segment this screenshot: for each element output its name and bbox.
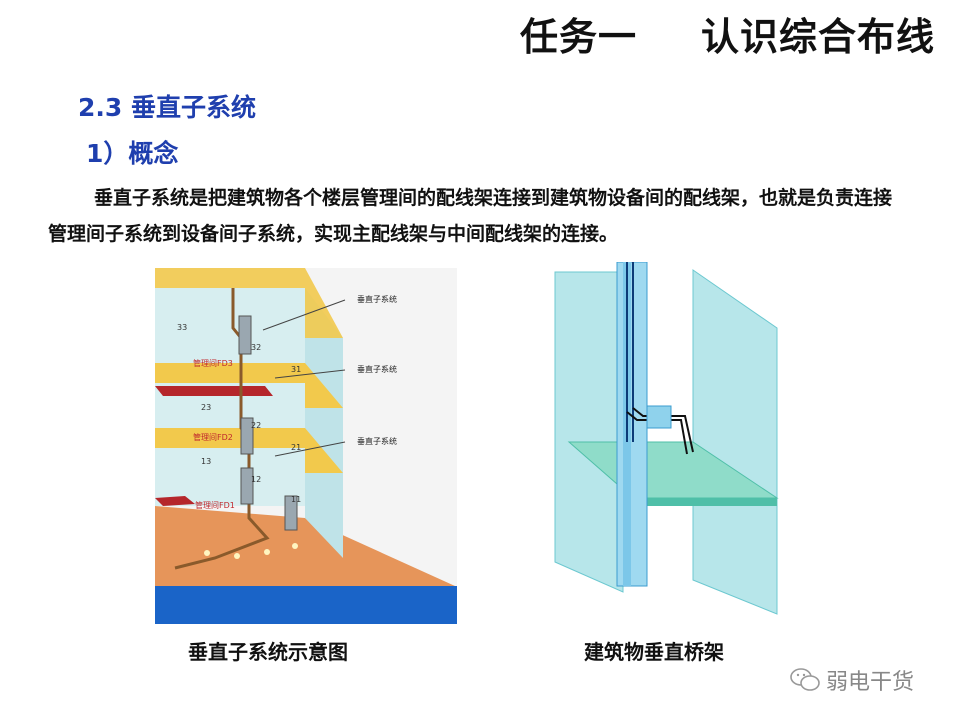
number-31: 31 <box>291 365 301 374</box>
task-label: 任务一 <box>520 15 638 59</box>
concept-paragraph: 垂直子系统是把建筑物各个楼层管理间的配线架连接到建筑物设备间的配线架，也就是负责… <box>48 187 893 245</box>
watermark-text: 弱电干货 <box>826 670 915 695</box>
vertical-subsystem-diagram: 垂直子系统 垂直子系统 垂直子系统 管理间FD3 管理间FD2 管理间FD1 3… <box>155 268 457 624</box>
number-23: 23 <box>201 403 211 412</box>
caption-right: 建筑物垂直桥架 <box>584 640 724 664</box>
wechat-icon <box>790 668 820 691</box>
number-32: 32 <box>251 343 261 352</box>
section-subtitle: 1）概念 <box>86 139 179 168</box>
number-33: 33 <box>177 323 187 332</box>
callout-1: 垂直子系统 <box>357 294 397 304</box>
number-21: 21 <box>291 443 301 452</box>
callout-3: 垂直子系统 <box>357 436 397 446</box>
page-title: 任务一 认识综合布线 <box>520 6 950 61</box>
number-22: 22 <box>251 421 261 430</box>
topic-label: 认识综合布线 <box>701 15 936 59</box>
room-label-fd3: 管理间FD3 <box>193 358 233 368</box>
number-12: 12 <box>251 475 261 484</box>
callout-2: 垂直子系统 <box>357 364 397 374</box>
watermark: 弱电干货 <box>790 664 914 696</box>
room-label-fd2: 管理间FD2 <box>193 432 233 442</box>
number-11: 11 <box>291 495 301 504</box>
caption-left: 垂直子系统示意图 <box>188 640 348 664</box>
room-label-fd1: 管理间FD1 <box>195 500 235 510</box>
number-13: 13 <box>201 457 211 466</box>
vertical-tray-diagram <box>554 262 779 615</box>
section-title: 2.3 垂直子系统 <box>78 93 256 122</box>
